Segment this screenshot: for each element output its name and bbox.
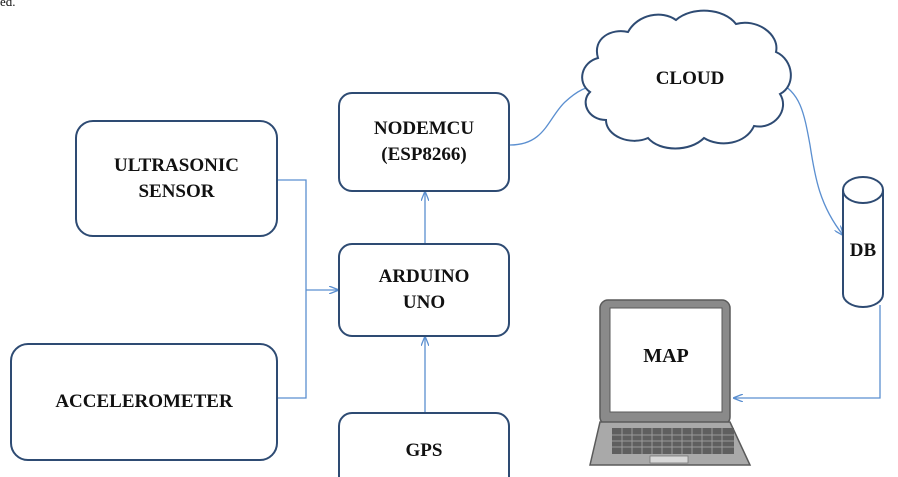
arduino-uno-block: ARDUINO UNO	[338, 243, 510, 337]
laptop-icon	[589, 299, 752, 466]
ultrasonic-to-arduino-connector	[278, 179, 307, 290]
accelerometer-block: ACCELEROMETER	[10, 343, 278, 461]
gps-block: GPS	[338, 412, 510, 477]
accelerometer-to-arduino-connector	[278, 290, 307, 399]
map-label: MAP	[643, 345, 689, 367]
database-cylinder	[842, 176, 884, 308]
cloud-shape	[581, 9, 792, 150]
cloud-to-db-arrow	[777, 81, 843, 235]
nodemcu-to-cloud-arrow	[509, 85, 598, 146]
nodemcu-block: NODEMCU (ESP8266)	[338, 92, 510, 192]
db-to-map-arrow	[734, 305, 881, 398]
cloud-label: CLOUD	[655, 68, 725, 89]
caption-fragment: ed.	[0, 0, 16, 9]
ultrasonic-sensor-block: ULTRASONIC SENSOR	[75, 120, 278, 237]
db-label: DB	[849, 240, 877, 261]
